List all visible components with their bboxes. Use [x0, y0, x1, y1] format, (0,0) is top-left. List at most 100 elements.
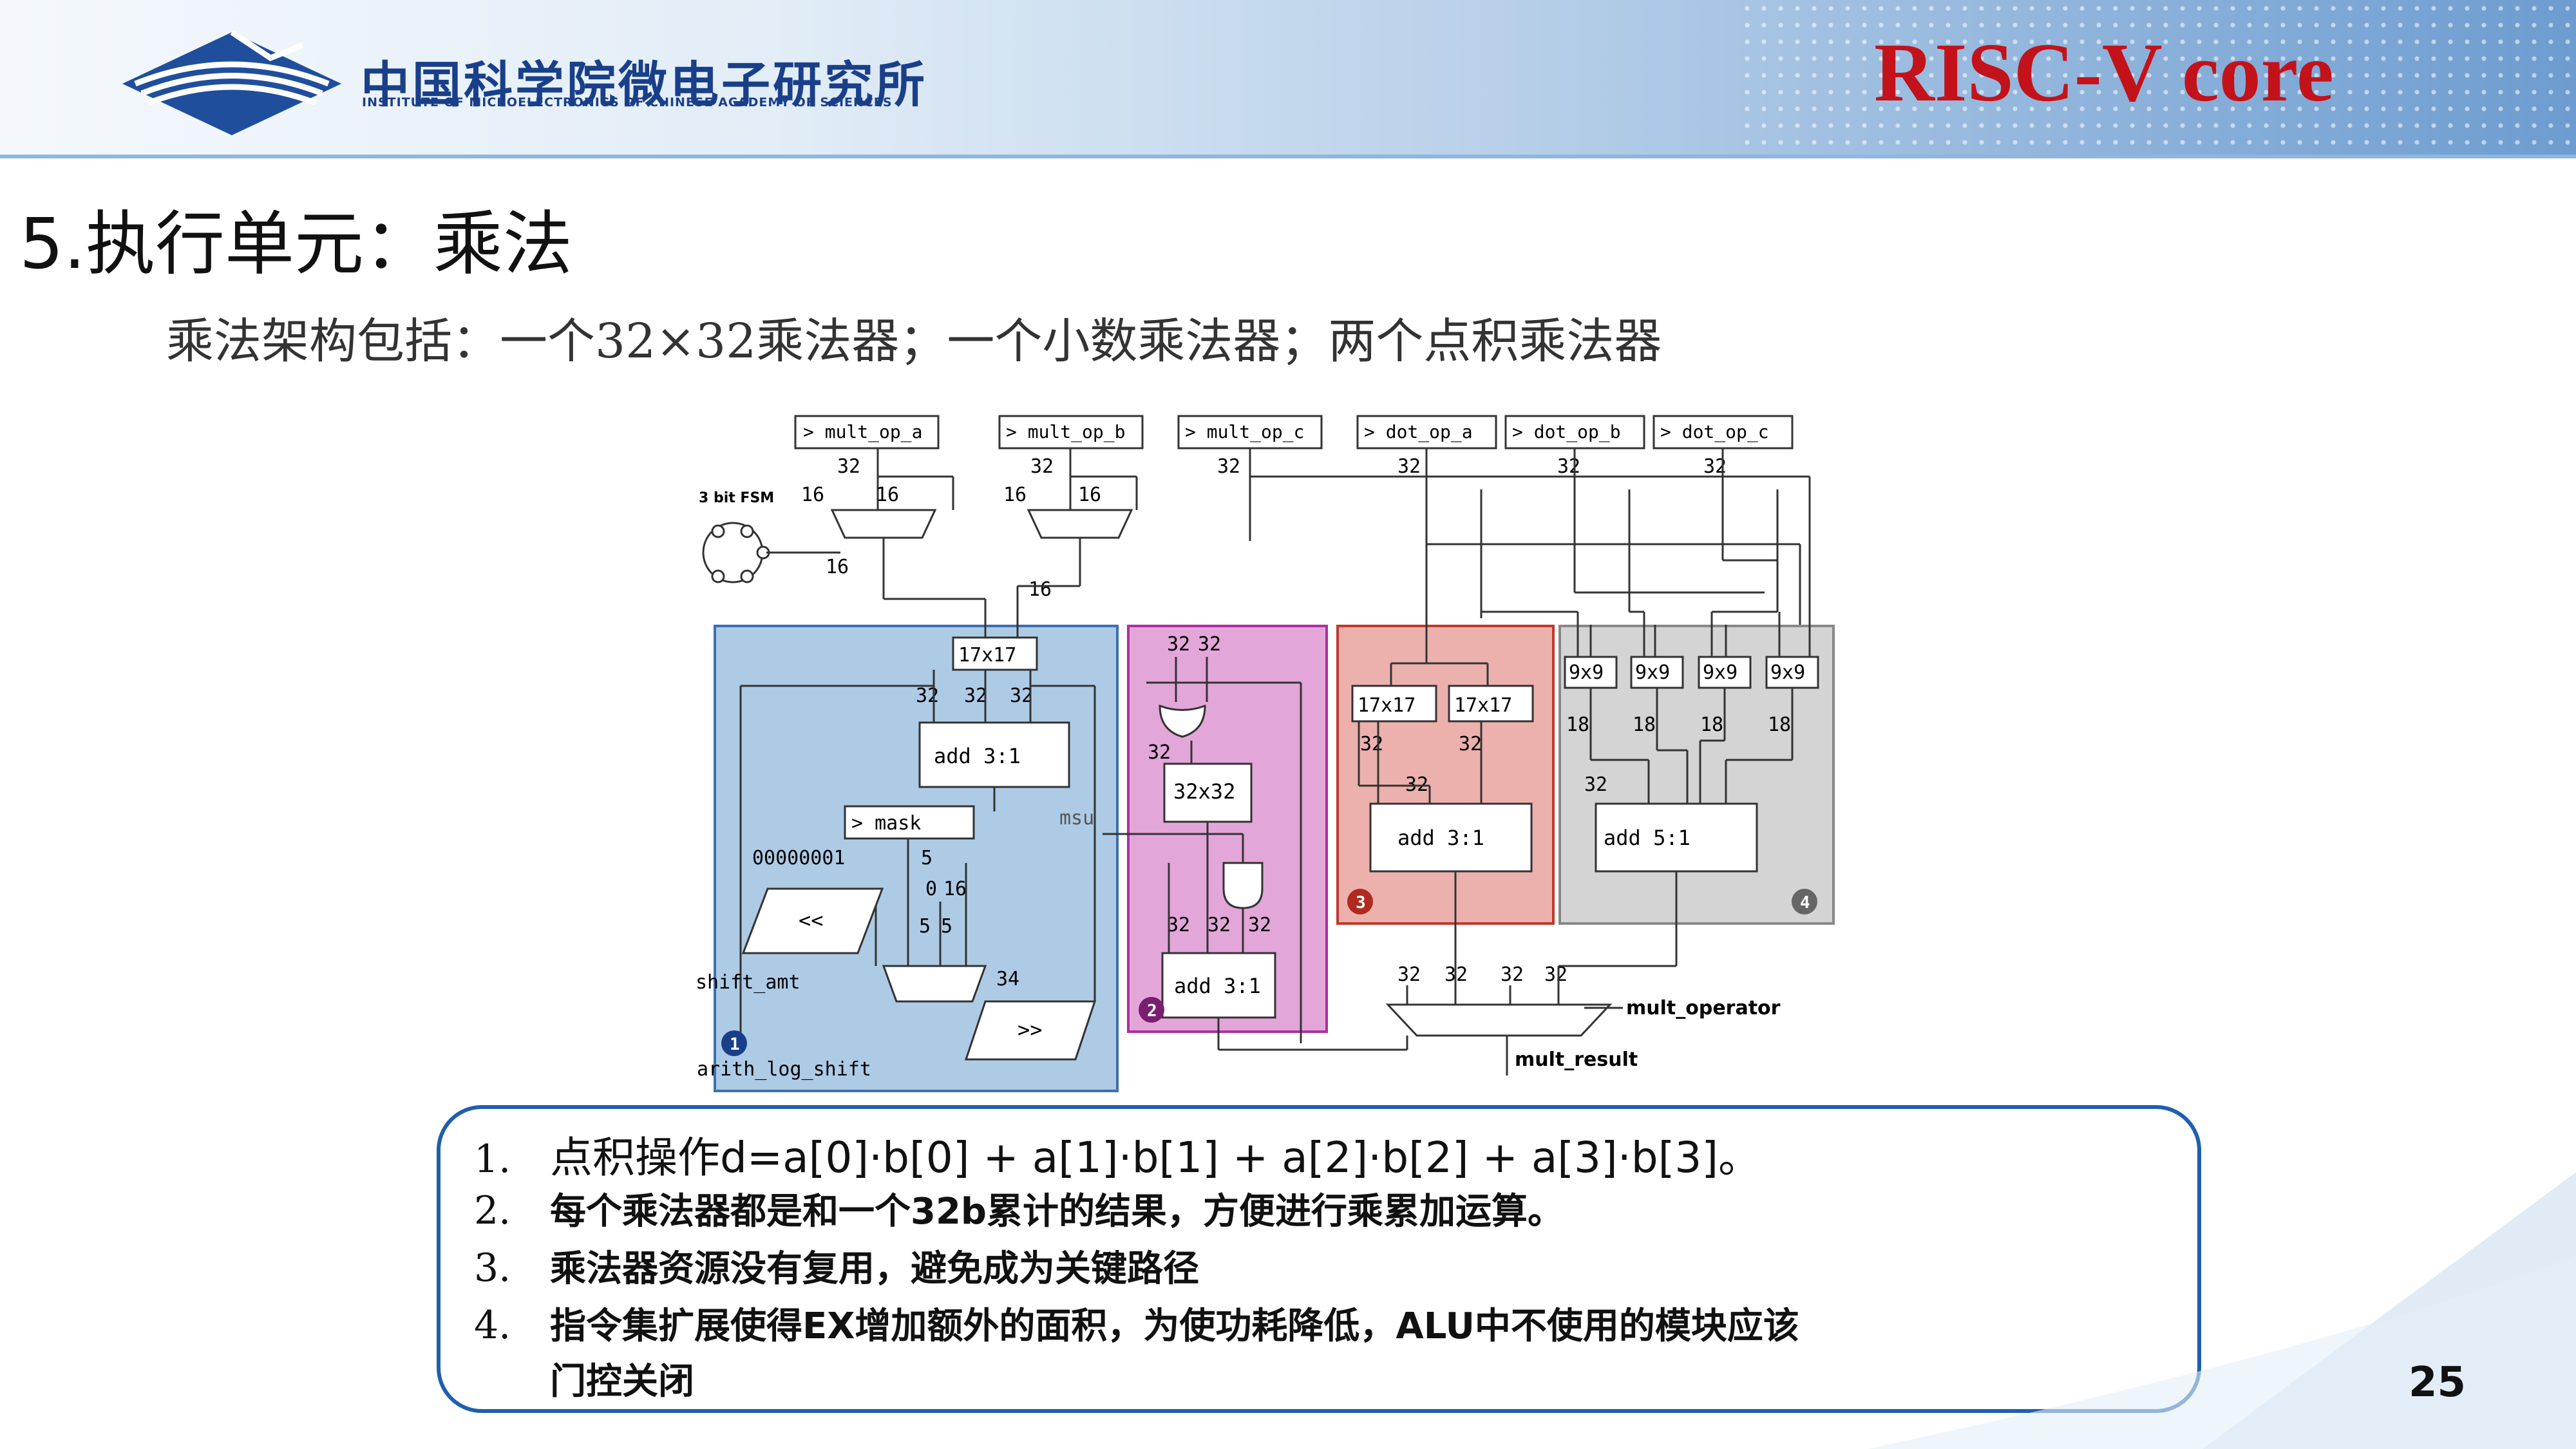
svg-text:msu: msu	[1059, 807, 1094, 829]
svg-text:32: 32	[1584, 773, 1607, 796]
svg-text:32: 32	[1248, 914, 1271, 936]
svg-text:32: 32	[1360, 733, 1383, 755]
mul32x32: 32x32	[1163, 762, 1253, 823]
svg-text:32: 32	[964, 685, 987, 707]
notes-box: 1.点积操作d=a[0]·b[0] + a[1]·b[1] + a[2]·b[2…	[437, 1105, 2201, 1413]
svg-text:> mult_op_b: > mult_op_b	[1006, 421, 1125, 443]
svg-text:> dot_op_a: > dot_op_a	[1364, 421, 1473, 443]
region-3	[1336, 625, 1555, 925]
svg-text:32: 32	[1167, 914, 1190, 936]
svg-text:18: 18	[1768, 714, 1791, 736]
badge-2: 2	[1139, 997, 1164, 1023]
svg-text:32: 32	[1397, 963, 1421, 986]
svg-text:mult_result: mult_result	[1515, 1048, 1638, 1071]
svg-text:add 3:1: add 3:1	[934, 744, 1021, 768]
svg-text:4: 4	[1800, 893, 1810, 913]
svg-text:32: 32	[1010, 685, 1033, 707]
svg-text:5: 5	[921, 847, 933, 869]
mul17-a: 17x17	[952, 636, 1038, 671]
mul9-1: 9x9	[1564, 656, 1618, 689]
mul9-2: 9x9	[1630, 656, 1684, 689]
svg-text:18: 18	[1566, 714, 1589, 736]
svg-text:9x9: 9x9	[1770, 661, 1805, 684]
mul17-c: 17x17	[1448, 685, 1534, 723]
input-dot-op-b: > dot_op_b 32	[1504, 415, 1645, 478]
page-number: 25	[2409, 1359, 2467, 1406]
svg-text:32: 32	[1501, 963, 1524, 986]
input-mult-op-b: > mult_op_b 32	[998, 415, 1144, 478]
svg-text:1: 1	[730, 1035, 740, 1054]
svg-text:> mask: > mask	[851, 812, 921, 835]
svg-text:2: 2	[1147, 1001, 1157, 1021]
svg-text:9x9: 9x9	[1635, 661, 1670, 684]
svg-text:32: 32	[1557, 455, 1580, 478]
multiplier-architecture-diagram: > mult_op_a 32 > mult_op_b 32 > mult_op_…	[696, 415, 1835, 1092]
svg-text:32: 32	[837, 455, 860, 478]
svg-text:18: 18	[1633, 714, 1656, 736]
svg-text:16: 16	[943, 878, 967, 900]
svg-text:32: 32	[1208, 914, 1231, 936]
input-mult-op-a: > mult_op_a 32	[794, 415, 940, 478]
svg-text:<<: <<	[799, 908, 824, 933]
svg-text:> mult_op_c: > mult_op_c	[1185, 421, 1304, 443]
and-gate	[1222, 862, 1264, 909]
note-3: 3.乘法器资源没有复用，避免成为关键路径	[474, 1245, 1199, 1291]
note-4-continued: 门控关闭	[550, 1361, 694, 1403]
svg-text:shift_amt: shift_amt	[696, 971, 800, 994]
mux-b: 16 16 16	[1003, 484, 1133, 601]
header-banner: 中国科学院微电子研究所 INSTITUTE OF MICROELECTRONIC…	[0, 0, 2576, 155]
add3-1-region2: add 3:1	[1161, 952, 1276, 1019]
svg-text:17x17: 17x17	[958, 644, 1016, 667]
svg-text:17x17: 17x17	[1358, 694, 1416, 717]
svg-text:16: 16	[876, 484, 899, 506]
output-mux	[1385, 1003, 1613, 1037]
svg-text:arith_log_shift: arith_log_shift	[697, 1058, 871, 1081]
svg-text:> dot_op_c: > dot_op_c	[1660, 421, 1769, 443]
add3-1-region1: add 3:1	[918, 721, 1070, 788]
svg-text:add 3:1: add 3:1	[1397, 826, 1484, 850]
badge-3: 3	[1347, 889, 1373, 914]
badge-4: 4	[1792, 889, 1817, 914]
svg-text:18: 18	[1700, 714, 1723, 736]
svg-text:16: 16	[1078, 484, 1101, 506]
institute-name-en: INSTITUTE OF MICROELECTRONICS OF CHINESE…	[362, 95, 893, 109]
shift-right-block: >>	[964, 1000, 1097, 1061]
svg-text:32: 32	[1030, 455, 1054, 478]
svg-text:9x9: 9x9	[1703, 661, 1738, 684]
svg-text:mult_operator: mult_operator	[1626, 997, 1781, 1019]
ime-cas-logo-icon	[122, 30, 341, 135]
svg-text:add 3:1: add 3:1	[1174, 974, 1261, 998]
mul9-4: 9x9	[1765, 656, 1819, 689]
slide-subtitle: 乘法架构包括：一个32×32乘法器；一个小数乘法器；两个点积乘法器	[166, 314, 1662, 369]
header-dot-pattern	[1739, 0, 2576, 155]
svg-text:16: 16	[1003, 484, 1027, 506]
svg-text:> mult_op_a: > mult_op_a	[803, 421, 922, 443]
mux-a: 16 16 16	[801, 484, 937, 578]
header-divider	[0, 155, 2576, 158]
svg-text:32: 32	[1198, 633, 1221, 656]
svg-text:5: 5	[941, 915, 952, 938]
svg-text:32: 32	[1397, 455, 1421, 478]
fsm: 3 bit FSM	[699, 490, 840, 583]
svg-text:32x32: 32x32	[1173, 779, 1235, 804]
svg-text:3 bit FSM: 3 bit FSM	[699, 490, 774, 506]
shift-left-block: <<	[741, 887, 884, 954]
svg-text:32: 32	[1167, 633, 1190, 656]
svg-text:00000001: 00000001	[752, 847, 846, 869]
slide-title: 5.执行单元：乘法	[19, 204, 573, 285]
input-dot-op-c: > dot_op_c 32	[1653, 415, 1794, 478]
svg-text:>>: >>	[1018, 1018, 1043, 1042]
svg-text:add 5:1: add 5:1	[1604, 826, 1690, 850]
svg-text:34: 34	[996, 968, 1019, 990]
svg-text:9x9: 9x9	[1569, 661, 1604, 684]
add3-1-region3: add 3:1	[1369, 802, 1533, 873]
note-4: 4.指令集扩展使得EX增加额外的面积，为使功耗降低，ALU中不使用的模块应该	[474, 1303, 1799, 1348]
institute-name-cn: 中国科学院微电子研究所	[361, 56, 927, 113]
svg-text:16: 16	[801, 484, 824, 506]
svg-text:32: 32	[916, 685, 939, 707]
svg-text:32: 32	[1148, 741, 1171, 764]
svg-text:16: 16	[1028, 578, 1052, 601]
svg-text:3: 3	[1356, 893, 1366, 913]
note-1: 1.点积操作d=a[0]·b[0] + a[1]·b[1] + a[2]·b[2…	[474, 1133, 1761, 1182]
svg-text:0: 0	[925, 878, 937, 900]
